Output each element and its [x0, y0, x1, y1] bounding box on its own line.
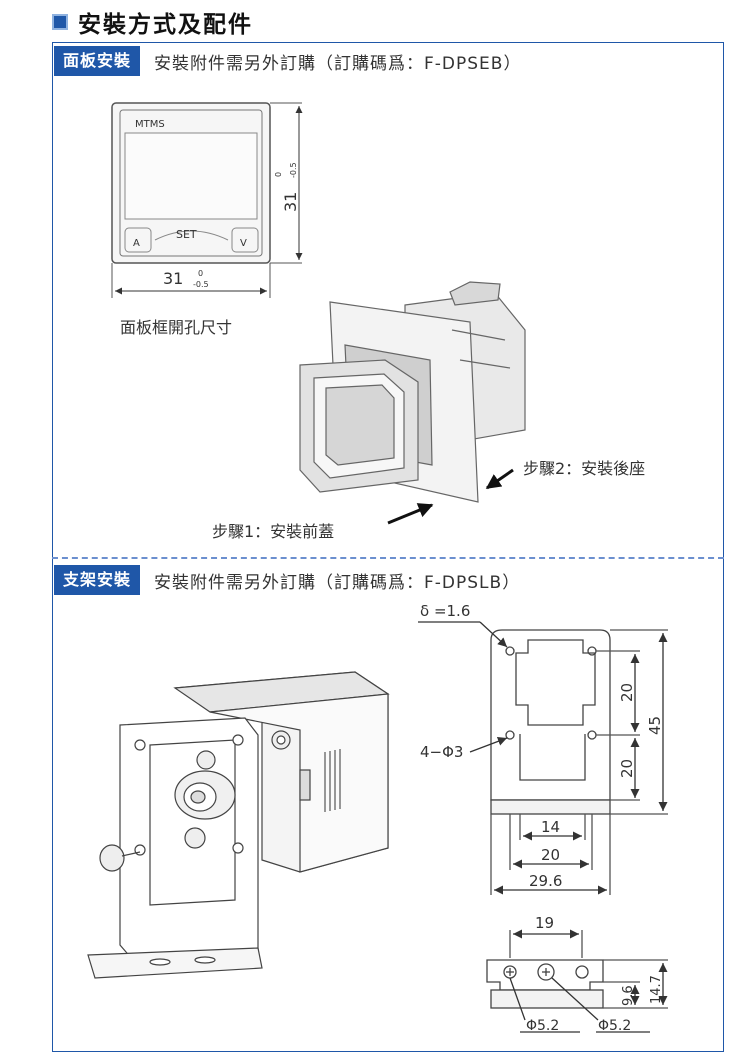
panel-section-header: 面板安裝 安裝附件需另外訂購（訂購碼爲：F-DPSEB） [54, 46, 521, 76]
page-title-text: 安裝方式及配件 [78, 12, 253, 38]
cutout-width-value: 31 [163, 269, 183, 288]
cutout-width-tol-top: 0 [198, 269, 203, 278]
hole-diameter-left: Φ5.2 [526, 1018, 559, 1034]
step1-label: 步驟1：安裝前蓋 [212, 522, 334, 541]
bracket-section-header: 支架安裝 安裝附件需另外訂購（訂購碼爲：F-DPSLB） [54, 565, 520, 595]
holes-label: 4−Φ3 [420, 743, 463, 761]
bracket-front-view [418, 621, 668, 895]
page-title: 安裝方式及配件 [52, 6, 253, 38]
content-frame [52, 42, 724, 1052]
dim-14-7: 14.7 [649, 975, 664, 1004]
cutout-height-value: 31 [281, 192, 300, 212]
dim-20-horizontal: 20 [541, 846, 560, 864]
dim-14: 14 [541, 818, 560, 836]
step1-arrow [387, 503, 434, 525]
device-set-label: SET [176, 228, 197, 241]
step2-arrow [485, 468, 514, 490]
panel-mount-tag: 面板安裝 [54, 46, 141, 76]
cutout-height-tol-bottom: -0.5 [289, 162, 298, 178]
step2-label: 步驟2：安裝後座 [523, 459, 645, 478]
cutout-caption: 面板框開孔尺寸 [120, 318, 232, 337]
section-divider [52, 557, 724, 559]
panel-cutout-drawing [111, 102, 303, 298]
device-brand-label: MTMS [135, 119, 165, 130]
device-down-key-label: V [240, 238, 247, 249]
bracket-bottom-view [486, 929, 668, 1033]
cutout-height-tol-top: 0 [274, 172, 283, 177]
dim-9-6: 9.6 [621, 985, 636, 1006]
dim-20-upper: 20 [618, 683, 636, 702]
panel-mount-illustration [299, 281, 526, 503]
dim-19: 19 [535, 914, 554, 932]
bracket-mount-tag: 支架安裝 [54, 565, 141, 595]
thickness-label: δ =1.6 [420, 602, 470, 620]
dim-29-6: 29.6 [529, 872, 562, 890]
device-up-key-label: A [133, 238, 140, 249]
cutout-width-tol-bottom: -0.5 [193, 280, 209, 289]
bracket-order-note: 安裝附件需另外訂購（訂購碼爲：F-DPSLB） [154, 572, 521, 593]
dim-45: 45 [646, 716, 664, 735]
hole-diameter-right: Φ5.2 [598, 1018, 631, 1034]
square-bullet-icon [52, 14, 68, 30]
bracket-mount-illustration [87, 671, 390, 979]
dim-20-lower: 20 [618, 759, 636, 778]
panel-order-note: 安裝附件需另外訂購（訂購碼爲：F-DPSEB） [154, 53, 522, 74]
